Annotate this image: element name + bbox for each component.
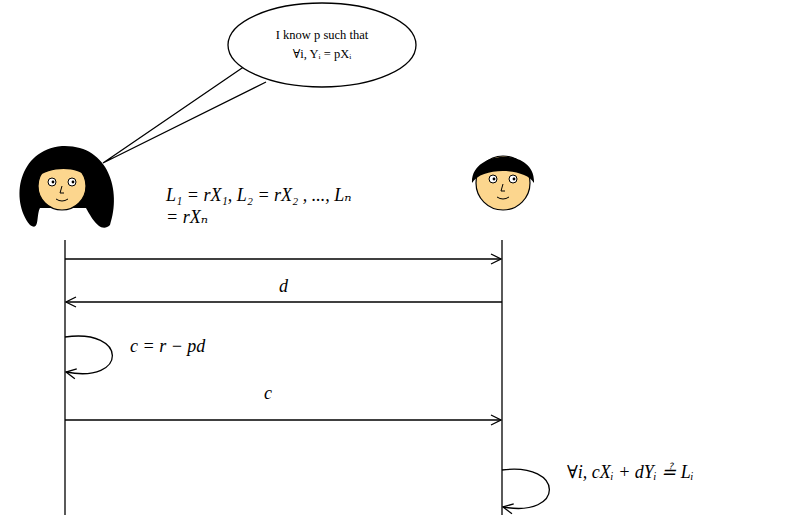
message-arrow: [66, 301, 502, 302]
message-label: c = r − pd: [130, 336, 205, 358]
bubble-outline: [227, 2, 417, 88]
message-arrow: [65, 258, 501, 259]
verifier-face: [472, 156, 534, 210]
self-loop: [65, 336, 112, 374]
speech-bubble: I know p such that ∀i, Yᵢ = pXᵢ: [227, 2, 417, 88]
self-loop: [502, 469, 549, 508]
lifeline: [64, 240, 65, 515]
bubble-tail: [103, 66, 266, 163]
message-label: L₁ = rX₁, L₂ = rX₂ , ..., Lₙ = rXₙ: [166, 185, 352, 228]
message-arrow: [65, 419, 501, 420]
message-label: ∀i, cXᵢ + dYᵢ ≟ Lᵢ: [567, 462, 694, 484]
lifeline: [501, 240, 502, 515]
message-label: c: [264, 383, 272, 405]
prover-face: [20, 146, 114, 228]
bubble-text: I know p such that ∀i, Yᵢ = pXᵢ: [270, 26, 374, 65]
message-label: d: [279, 276, 288, 298]
